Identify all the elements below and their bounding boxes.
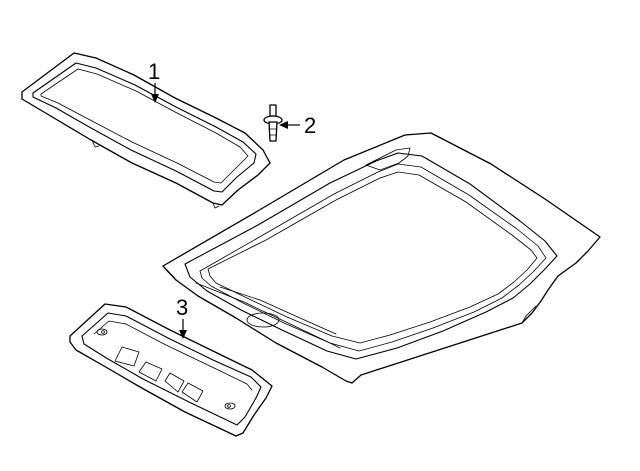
roof-panel: [162, 132, 601, 384]
callout-3: 3: [176, 295, 188, 339]
callout-1-arrowhead: [151, 94, 159, 103]
part-2-clip[interactable]: [263, 104, 283, 142]
callout-1-label: 1: [148, 59, 160, 84]
callout-1: 1: [148, 59, 160, 103]
callout-2-arrowhead: [279, 121, 288, 129]
part-3-rear-panel[interactable]: [69, 303, 273, 437]
part-1-trim-panel[interactable]: [21, 52, 271, 209]
callout-3-arrowhead: [179, 330, 187, 339]
callout-2-label: 2: [304, 113, 316, 138]
callout-2: 2: [279, 113, 316, 138]
callout-3-label: 3: [176, 295, 188, 320]
